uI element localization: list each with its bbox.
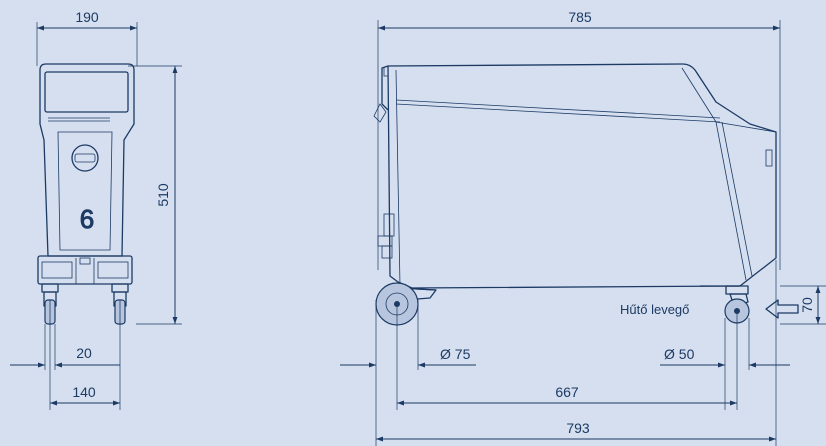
front-wheel-diameter-label: Ø 75 (440, 346, 471, 362)
front-view: 190 510 6 (10, 9, 182, 410)
brand-logo: 6 (80, 204, 94, 234)
rear-wheel-diameter-dimension: Ø 50 (660, 318, 790, 410)
wheelbase-label: 667 (555, 384, 579, 400)
inlet-height-label: 70 (799, 297, 815, 313)
control-display (44, 71, 129, 113)
air-inlet-arrow-icon (765, 299, 799, 319)
overall-length-dimension: 785 (377, 9, 781, 270)
total-length-dimension: 793 (376, 260, 777, 446)
cooling-air-label: Hűtő levegő (620, 302, 689, 317)
rear-wheel-diameter-label: Ø 50 (664, 346, 695, 362)
front-height-dimension: 510 (128, 65, 182, 325)
caster-spacing-dimension: 140 (49, 324, 121, 410)
cooling-air-annotation: Hűtő levegő (620, 299, 799, 319)
front-wheel-diameter-dimension: Ø 75 (340, 300, 476, 446)
side-machine-outline (373, 63, 777, 291)
caster-spacing-label: 140 (72, 384, 96, 400)
front-left-caster (41, 283, 59, 325)
caster-width-label: 20 (76, 345, 92, 361)
total-length-label: 793 (566, 420, 590, 436)
rear-wheel-side (375, 282, 437, 326)
side-view: 785 (340, 9, 826, 446)
caster-width-dimension: 20 (10, 324, 120, 370)
inlet-height-dimension: 70 (780, 285, 826, 325)
front-height-label: 510 (155, 183, 171, 207)
fill-cap (71, 144, 99, 172)
wheelbase-dimension: 667 (396, 304, 738, 410)
overall-length-label: 785 (568, 9, 592, 25)
front-width-label: 190 (75, 9, 99, 25)
front-machine-outline: 6 (37, 63, 135, 285)
front-width-dimension: 190 (36, 9, 138, 66)
front-right-caster (111, 283, 129, 325)
